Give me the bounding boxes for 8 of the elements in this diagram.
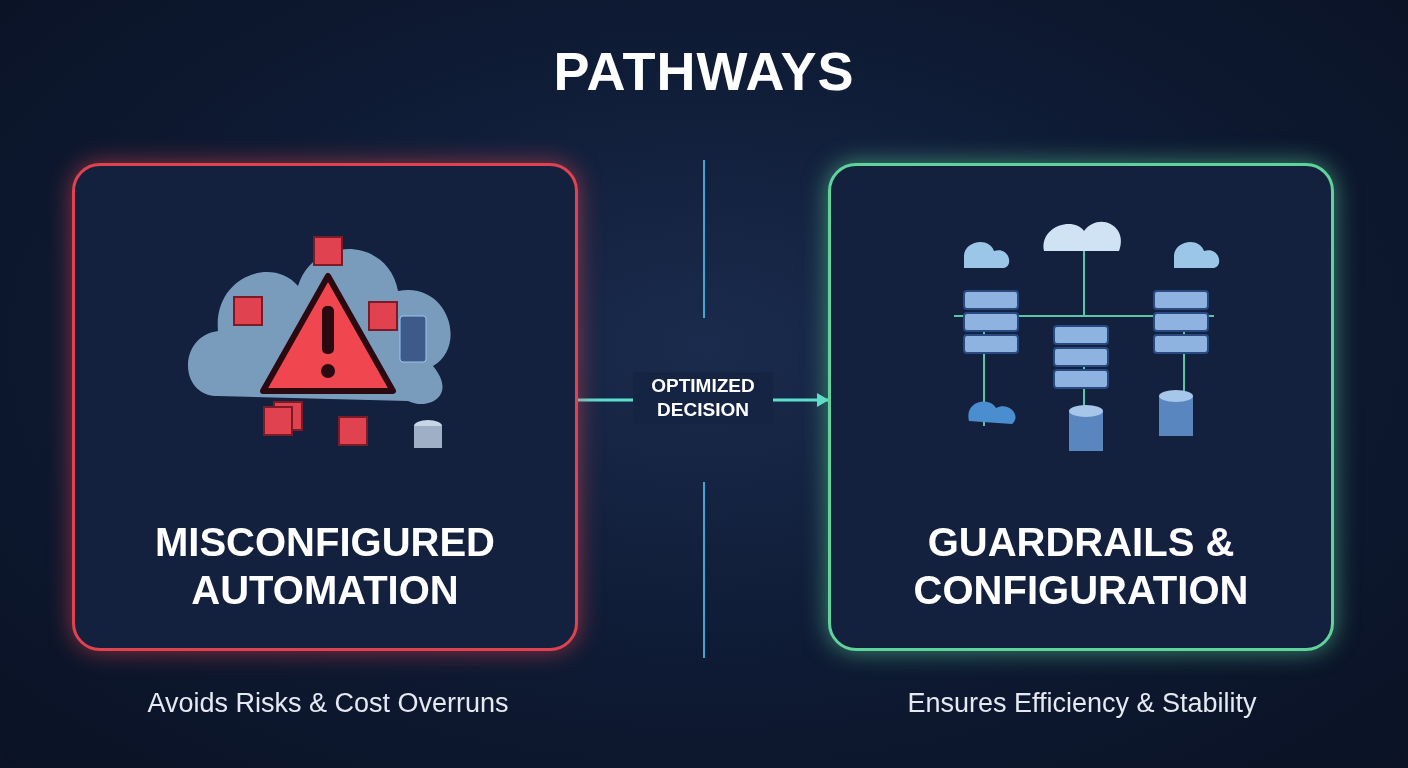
edge-label: OPTIMIZED DECISION: [633, 372, 773, 424]
node-label: Ensures Efficiency & Stability: [906, 688, 1258, 719]
card-heading: MISCONFIGURED AUTOMATION: [154, 519, 496, 614]
card: [828, 163, 1334, 651]
node-label: Avoids Risks & Cost Overruns: [146, 688, 510, 719]
card-heading: GUARDRAILS & CONFIGURATION: [912, 519, 1250, 614]
card: [72, 163, 578, 651]
title: PATHWAYS: [552, 40, 856, 102]
